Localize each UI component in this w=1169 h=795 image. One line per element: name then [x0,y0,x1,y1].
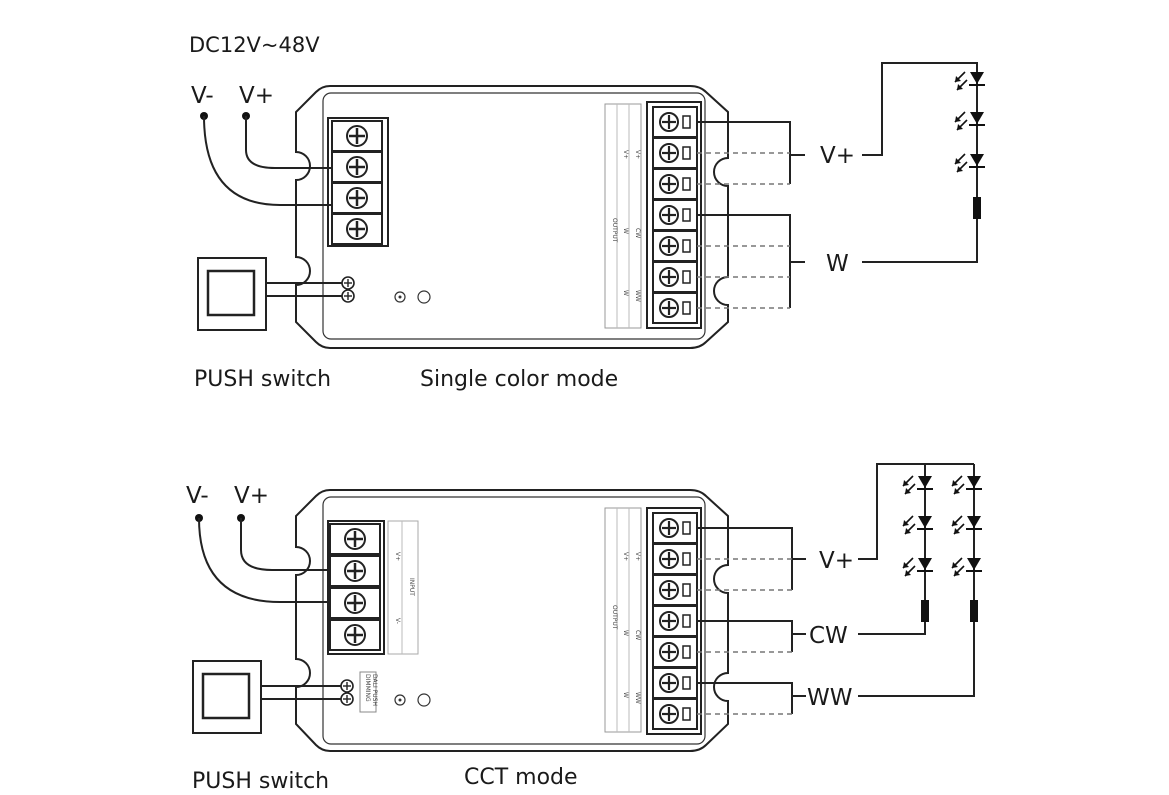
output-vplus-label: V+ [820,143,855,169]
resistor [973,197,981,219]
push-switch [191,659,263,735]
indicator-led-1 [394,694,406,706]
cct-diagram: V- V+ V+ INPUT V- DIMMING [186,463,983,794]
cw-led-3 [902,557,934,577]
v-plus-wire [245,116,332,169]
led-1 [954,71,986,91]
indicator-led-1 [394,291,406,303]
output-cw-label: CW [809,623,848,649]
v-minus-wire [203,115,332,206]
led-strip-w-wire [862,219,978,263]
supply-voltage-label: DC12V~48V [189,33,320,57]
svg-text:W: W [622,630,629,636]
dimming-label-panel: DIMMING DALI PUSH [359,671,378,713]
ww-led-2 [951,515,983,535]
output-label-panel: OUTPUT V+ V+ W CW W WW [604,507,642,733]
push-switch [196,256,268,332]
led-strip-ww-wire [858,622,975,697]
push-switch-label: PUSH switch [192,769,329,794]
push-switch-label: PUSH switch [194,367,331,392]
output-label-panel: OUTPUT V+ V+ W CW W WW [604,103,642,329]
output-terminal-block [646,101,702,329]
svg-text:W: W [622,692,629,698]
input-label-panel: V+ INPUT V- [387,520,419,655]
led-strip-cw-wire [858,622,926,635]
cct-mode-label: CCT mode [464,765,578,790]
ww-led-1 [951,475,983,495]
ww-led-3 [951,557,983,577]
vplus-output-wire [697,121,805,184]
ww-resistor [970,600,978,622]
output-vplus-label: V+ [819,548,854,574]
svg-text:V+: V+ [634,552,641,561]
led-strip-vplus-wire [862,62,978,197]
dim-terminal-1 [340,679,354,693]
svg-text:V+: V+ [622,552,629,561]
dim-terminal-1 [341,276,355,290]
svg-text:OUTPUT: OUTPUT [611,218,618,243]
svg-text:DALI PUSH: DALI PUSH [371,674,378,706]
v-plus-label: V+ [234,483,269,509]
svg-text:WW: WW [634,290,641,302]
led-2 [954,111,986,131]
v-minus-wire [198,517,330,603]
v-plus-label: V+ [239,83,274,109]
v-minus-label: V- [186,483,209,509]
cw-output-wire [697,620,806,652]
svg-text:DIMMING: DIMMING [364,674,371,702]
input-terminal-block [327,117,389,247]
led-3 [954,153,986,173]
ww-output-wire [697,682,806,714]
indicator-button [417,290,431,304]
single-color-diagram: DC12V~48V V- V+ [189,33,986,392]
v-minus-label: V- [191,83,214,109]
output-ww-label: WW [807,685,852,711]
cw-led-1 [902,475,934,495]
cw-led-2 [902,515,934,535]
indicator-button [417,693,431,707]
output-terminal-block [646,507,702,735]
v-plus-wire [240,518,330,571]
svg-text:W: W [622,228,629,234]
dim-terminal-2 [341,289,355,303]
svg-text:INPUT: INPUT [408,578,415,596]
cw-resistor [921,600,929,622]
svg-text:OUTPUT: OUTPUT [611,605,618,630]
svg-text:CW: CW [634,630,641,640]
output-w-label: W [826,251,849,277]
dim-terminal-2 [340,692,354,706]
single-color-mode-label: Single color mode [420,367,618,392]
svg-text:V+: V+ [634,150,641,159]
input-terminal-block [327,520,385,655]
svg-text:W: W [622,290,629,296]
svg-text:V-: V- [394,618,401,624]
svg-text:CW: CW [634,228,641,238]
svg-text:WW: WW [634,692,641,704]
svg-text:V+: V+ [622,150,629,159]
vplus-output-wire [697,527,806,590]
svg-text:V+: V+ [394,552,401,561]
